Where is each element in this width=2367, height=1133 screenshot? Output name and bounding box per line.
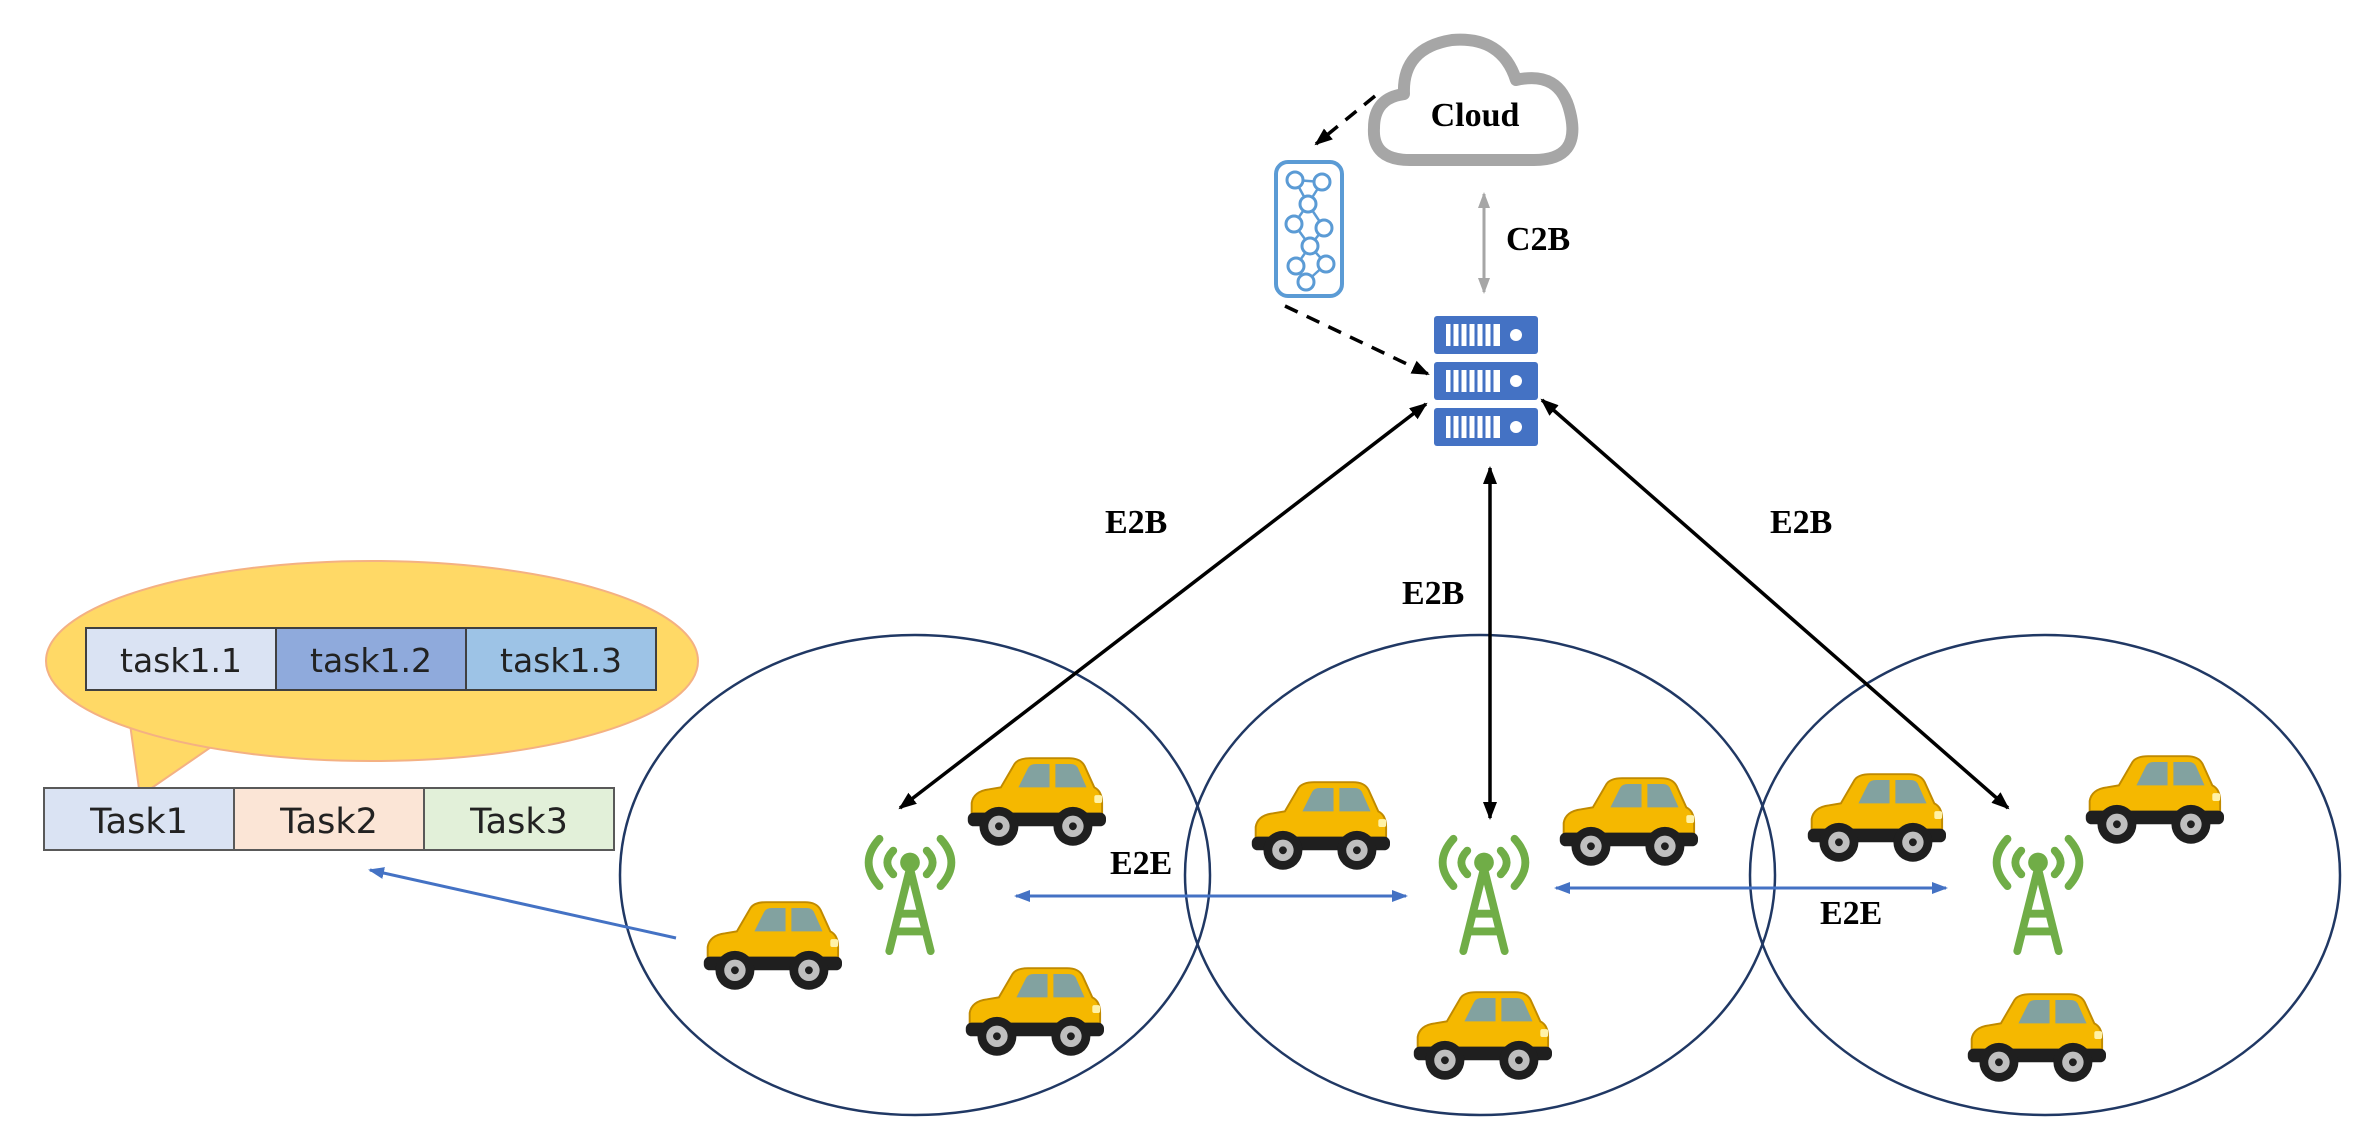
task-label: Task2	[279, 802, 378, 842]
model-distribution-arrows	[1284, 94, 1430, 376]
e2b-arrow-right	[1540, 398, 2010, 810]
car-icon	[1558, 777, 1698, 867]
task-cell	[233, 787, 425, 851]
car-icon	[964, 967, 1104, 1057]
e2b-label-middle: E2B	[1402, 575, 1464, 612]
car-icon	[2084, 755, 2224, 845]
subtask-label: task1.1	[120, 641, 242, 680]
car-icon	[966, 757, 1106, 847]
subtask-cell	[465, 627, 657, 691]
base-station-icon-middle	[1443, 839, 1526, 951]
subtask-row: task1.1 task1.2 task1.3	[85, 627, 657, 691]
base-station-icon-left	[869, 839, 952, 951]
task-label: Task1	[89, 802, 188, 842]
neural-network-icon	[1274, 160, 1344, 298]
task-label: Task3	[469, 802, 568, 842]
car-icon	[1412, 991, 1552, 1081]
task-upload-arrow	[368, 867, 677, 940]
cell-middle	[1183, 633, 1777, 1117]
car-icon	[1250, 781, 1390, 871]
car-icon	[702, 901, 842, 991]
e2e-arrows	[1014, 882, 1948, 902]
subtask-label: task1.3	[500, 641, 622, 680]
c2b-label: C2B	[1506, 221, 1570, 258]
vehicles	[702, 755, 2224, 1083]
edge-server-icon	[1434, 316, 1538, 446]
task-cell	[423, 787, 615, 851]
car-icon	[1966, 993, 2106, 1083]
cloud-icon: Cloud	[1367, 33, 1579, 166]
task-row: Task1 Task2 Task3	[43, 787, 615, 851]
e2e-label-left: E2E	[1110, 845, 1172, 882]
cell-right	[1748, 633, 2342, 1117]
task-cell	[43, 787, 235, 851]
base-station-icon-right	[1997, 839, 2080, 951]
e2b-arrows	[898, 398, 2010, 820]
subtask-cell	[275, 627, 467, 691]
e2b-label-right: E2B	[1770, 504, 1832, 541]
model-to-server-arrow	[1284, 304, 1430, 376]
cloud-label: Cloud	[1431, 97, 1520, 134]
subtask-label: task1.2	[310, 641, 432, 680]
e2b-arrow-left	[898, 402, 1428, 810]
car-icon	[1806, 773, 1946, 863]
e2e-label-right: E2E	[1820, 895, 1882, 932]
cloud-to-model-arrow	[1314, 94, 1377, 146]
e2b-label-left: E2B	[1105, 504, 1167, 541]
